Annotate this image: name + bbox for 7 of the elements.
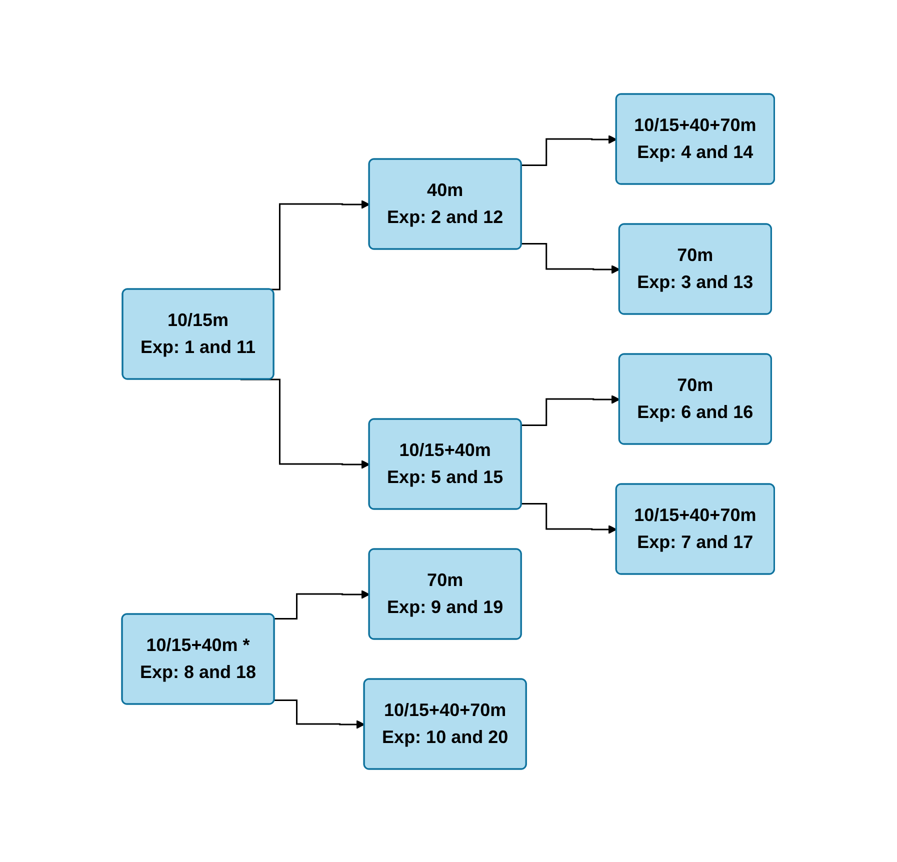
arrow [274, 699, 366, 728]
arrow [240, 378, 370, 468]
arrow [274, 590, 370, 619]
arrow [522, 242, 620, 274]
arrow [522, 134, 618, 166]
arrow [522, 502, 618, 534]
arrow [522, 394, 620, 426]
